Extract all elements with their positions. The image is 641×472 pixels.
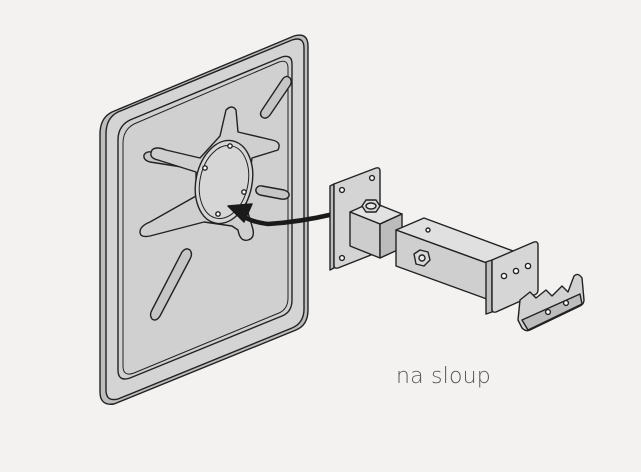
mirror-plate bbox=[99, 34, 309, 405]
caption-label: na sloup bbox=[396, 364, 491, 389]
clamp-piece bbox=[517, 273, 585, 332]
hex-bolt-icon bbox=[361, 199, 381, 213]
backplate-hole-tr bbox=[368, 174, 376, 182]
bolt-top bbox=[365, 202, 377, 210]
side-bolt bbox=[413, 249, 431, 267]
end-plate-hole-3 bbox=[524, 262, 532, 270]
end-plate-side bbox=[485, 259, 493, 315]
arrow-shaft bbox=[237, 211, 337, 227]
clamp-hole-2 bbox=[562, 299, 570, 307]
clamp-hole-1 bbox=[544, 308, 552, 316]
hole-right bbox=[241, 189, 247, 195]
hole-top bbox=[227, 143, 233, 149]
tube-small-hole bbox=[425, 227, 431, 233]
hole-left bbox=[202, 165, 208, 171]
arrow-head bbox=[227, 203, 253, 223]
side-bolt-center bbox=[418, 254, 426, 262]
center-disc bbox=[194, 139, 254, 225]
pole-bracket bbox=[329, 167, 539, 315]
backplate-hole-tl bbox=[338, 186, 346, 194]
bracket-backplate-side bbox=[329, 183, 335, 271]
end-plate-hole-2 bbox=[512, 267, 520, 275]
slot-right bbox=[255, 185, 290, 200]
backplate-hole-bl bbox=[338, 254, 346, 262]
hole-bottom bbox=[215, 211, 221, 217]
slot-upper-right bbox=[259, 75, 292, 119]
plate-inner-rim-2 bbox=[122, 60, 289, 375]
slot-lower-left bbox=[149, 248, 193, 321]
end-plate-hole-1 bbox=[500, 272, 508, 280]
curved-arrow-icon bbox=[227, 203, 337, 227]
